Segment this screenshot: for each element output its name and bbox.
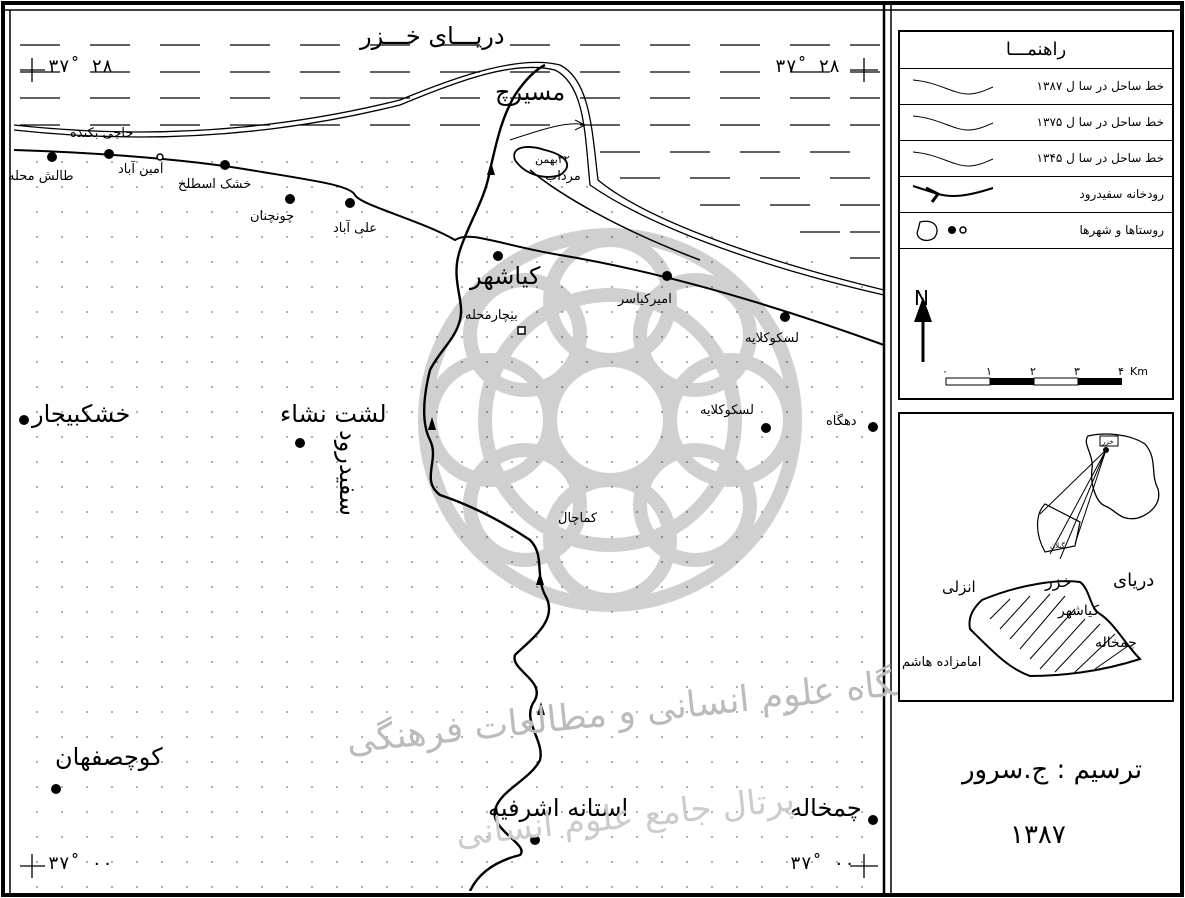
- credit-drawn-by: ترسیم : ج.سرور: [962, 755, 1143, 785]
- coastline-1387-icon: [912, 79, 994, 95]
- coastline-1375: [14, 66, 884, 296]
- place-dehgah: دهگاه: [826, 414, 857, 429]
- place-khoshk-estalkh: خشک اسطلخ: [178, 177, 252, 192]
- place-mesiraj: مسیرچ: [495, 78, 566, 106]
- legend-title: راهنمـــا: [900, 32, 1172, 69]
- scale-tick: ۱: [986, 365, 992, 378]
- place-lasht-nesha: لشت نشاء: [280, 400, 387, 428]
- coord-top-right: ۳۷˚ ۲۸: [775, 56, 841, 77]
- credit-year: ۱۳۸۷: [1010, 820, 1066, 850]
- legend-label: رودخانه سفیدرود: [1079, 187, 1164, 201]
- place-talesh-mahalleh: طالش محله: [8, 169, 74, 184]
- sefidrud-river: [423, 63, 551, 891]
- settlement-icon: [916, 220, 967, 242]
- place-sefidrud: سفیدرود: [334, 430, 362, 516]
- scale-unit: Km: [1130, 365, 1148, 378]
- coastline-1375-icon: [912, 115, 994, 131]
- place-ali-abad: علی آباد: [333, 221, 378, 236]
- place-kachal: کماچال: [558, 511, 598, 526]
- coord-top-left: ۳۷˚ ۲۸: [48, 56, 114, 77]
- scale-tick: ۰: [942, 365, 948, 378]
- inset-panel: خزر گیلان دریای خزر انزلی کیاشهر چمخاله …: [898, 412, 1174, 702]
- place-kiashahr: کیاشهر: [470, 262, 541, 290]
- legend-item-coastline-1375: خط ساحل در سا ل ۱۳۷۵: [900, 104, 1172, 141]
- inset-sea: دریای: [1113, 570, 1155, 591]
- place-mordab: مرداب: [545, 169, 581, 184]
- scale-tick: ۳: [1074, 365, 1080, 378]
- place-bijar-mahalleh: بیچارمحله: [465, 308, 518, 323]
- coord-bottom-right: ۳۷˚ ۰۰: [790, 853, 856, 874]
- svg-text:خزر: خزر: [1101, 438, 1114, 446]
- place-chamkhaleh: چمخاله: [790, 794, 862, 822]
- svg-text:گیلان: گیلان: [1050, 541, 1065, 550]
- legend-label: خط ساحل در سا ل ۱۳۴۵: [1036, 151, 1164, 165]
- legend-label: خط ساحل در سا ل ۱۳۸۷: [1036, 79, 1164, 93]
- sea-label: دریـــای خـــزر: [360, 22, 505, 50]
- north-arrow-icon: [914, 297, 932, 322]
- place-haji-bekandeh: حاجی بکنده: [70, 126, 134, 141]
- place-amin-abad: امین آباد: [118, 162, 164, 177]
- legend-item-river: رودخانه سفیدرود: [900, 176, 1172, 213]
- inset-kiashahr: کیاشهر: [1058, 603, 1100, 619]
- north-label: N: [914, 286, 929, 310]
- place-astaneh-ashrafieh: استانه اشرفیه: [488, 794, 629, 822]
- inset-chamkhaleh: چمخاله: [1095, 635, 1137, 651]
- legend-item-coastline-1345: خط ساحل در سا ل ۱۳۴۵: [900, 140, 1172, 177]
- place-amir-kiasar: امیرکیاسر: [618, 292, 672, 307]
- coastline-1345-icon: [912, 151, 994, 167]
- scale-tick: ۴: [1118, 365, 1124, 378]
- legend-item-settlement: روستاها و شهرها: [900, 212, 1172, 249]
- legend-label: خط ساحل در سا ل ۱۳۷۵: [1036, 115, 1164, 129]
- place-loskoklayeh-north: لسکوکلایه: [745, 331, 799, 346]
- place-loskoklayeh-south: لسکوکلایه: [700, 403, 754, 418]
- coastline-1387: [14, 61, 884, 291]
- inset-emamzadeh: امامزاده هاشم: [902, 655, 982, 670]
- legend-panel: راهنمـــا خط ساحل در سا ل ۱۳۸۷ خط ساحل د…: [898, 30, 1174, 400]
- inset-khazar: خزر: [1045, 572, 1072, 591]
- settlement-markers: [19, 149, 878, 845]
- place-khoshkbijar: خشکبیجار: [32, 400, 131, 428]
- place-chonchenan: چونچنان: [250, 209, 295, 224]
- place-22-bahman: ۲۲بهمن: [535, 153, 570, 166]
- coord-bottom-left: ۳۷˚ ۰۰: [48, 853, 114, 874]
- legend-item-coastline-1387: خط ساحل در سا ل ۱۳۸۷: [900, 68, 1172, 105]
- watermark-rosette: [418, 228, 802, 612]
- north-and-scale: [914, 297, 1122, 386]
- inset-anzali: انزلی: [942, 578, 976, 596]
- scale-tick: ۲: [1030, 365, 1036, 378]
- inset-map: خزر گیلان: [968, 433, 1160, 678]
- legend-label: روستاها و شهرها: [1079, 223, 1164, 237]
- river-icon: [912, 185, 994, 203]
- sea-hatching: [19, 44, 881, 259]
- place-kuchesfahan: کوچصفهان: [55, 743, 163, 771]
